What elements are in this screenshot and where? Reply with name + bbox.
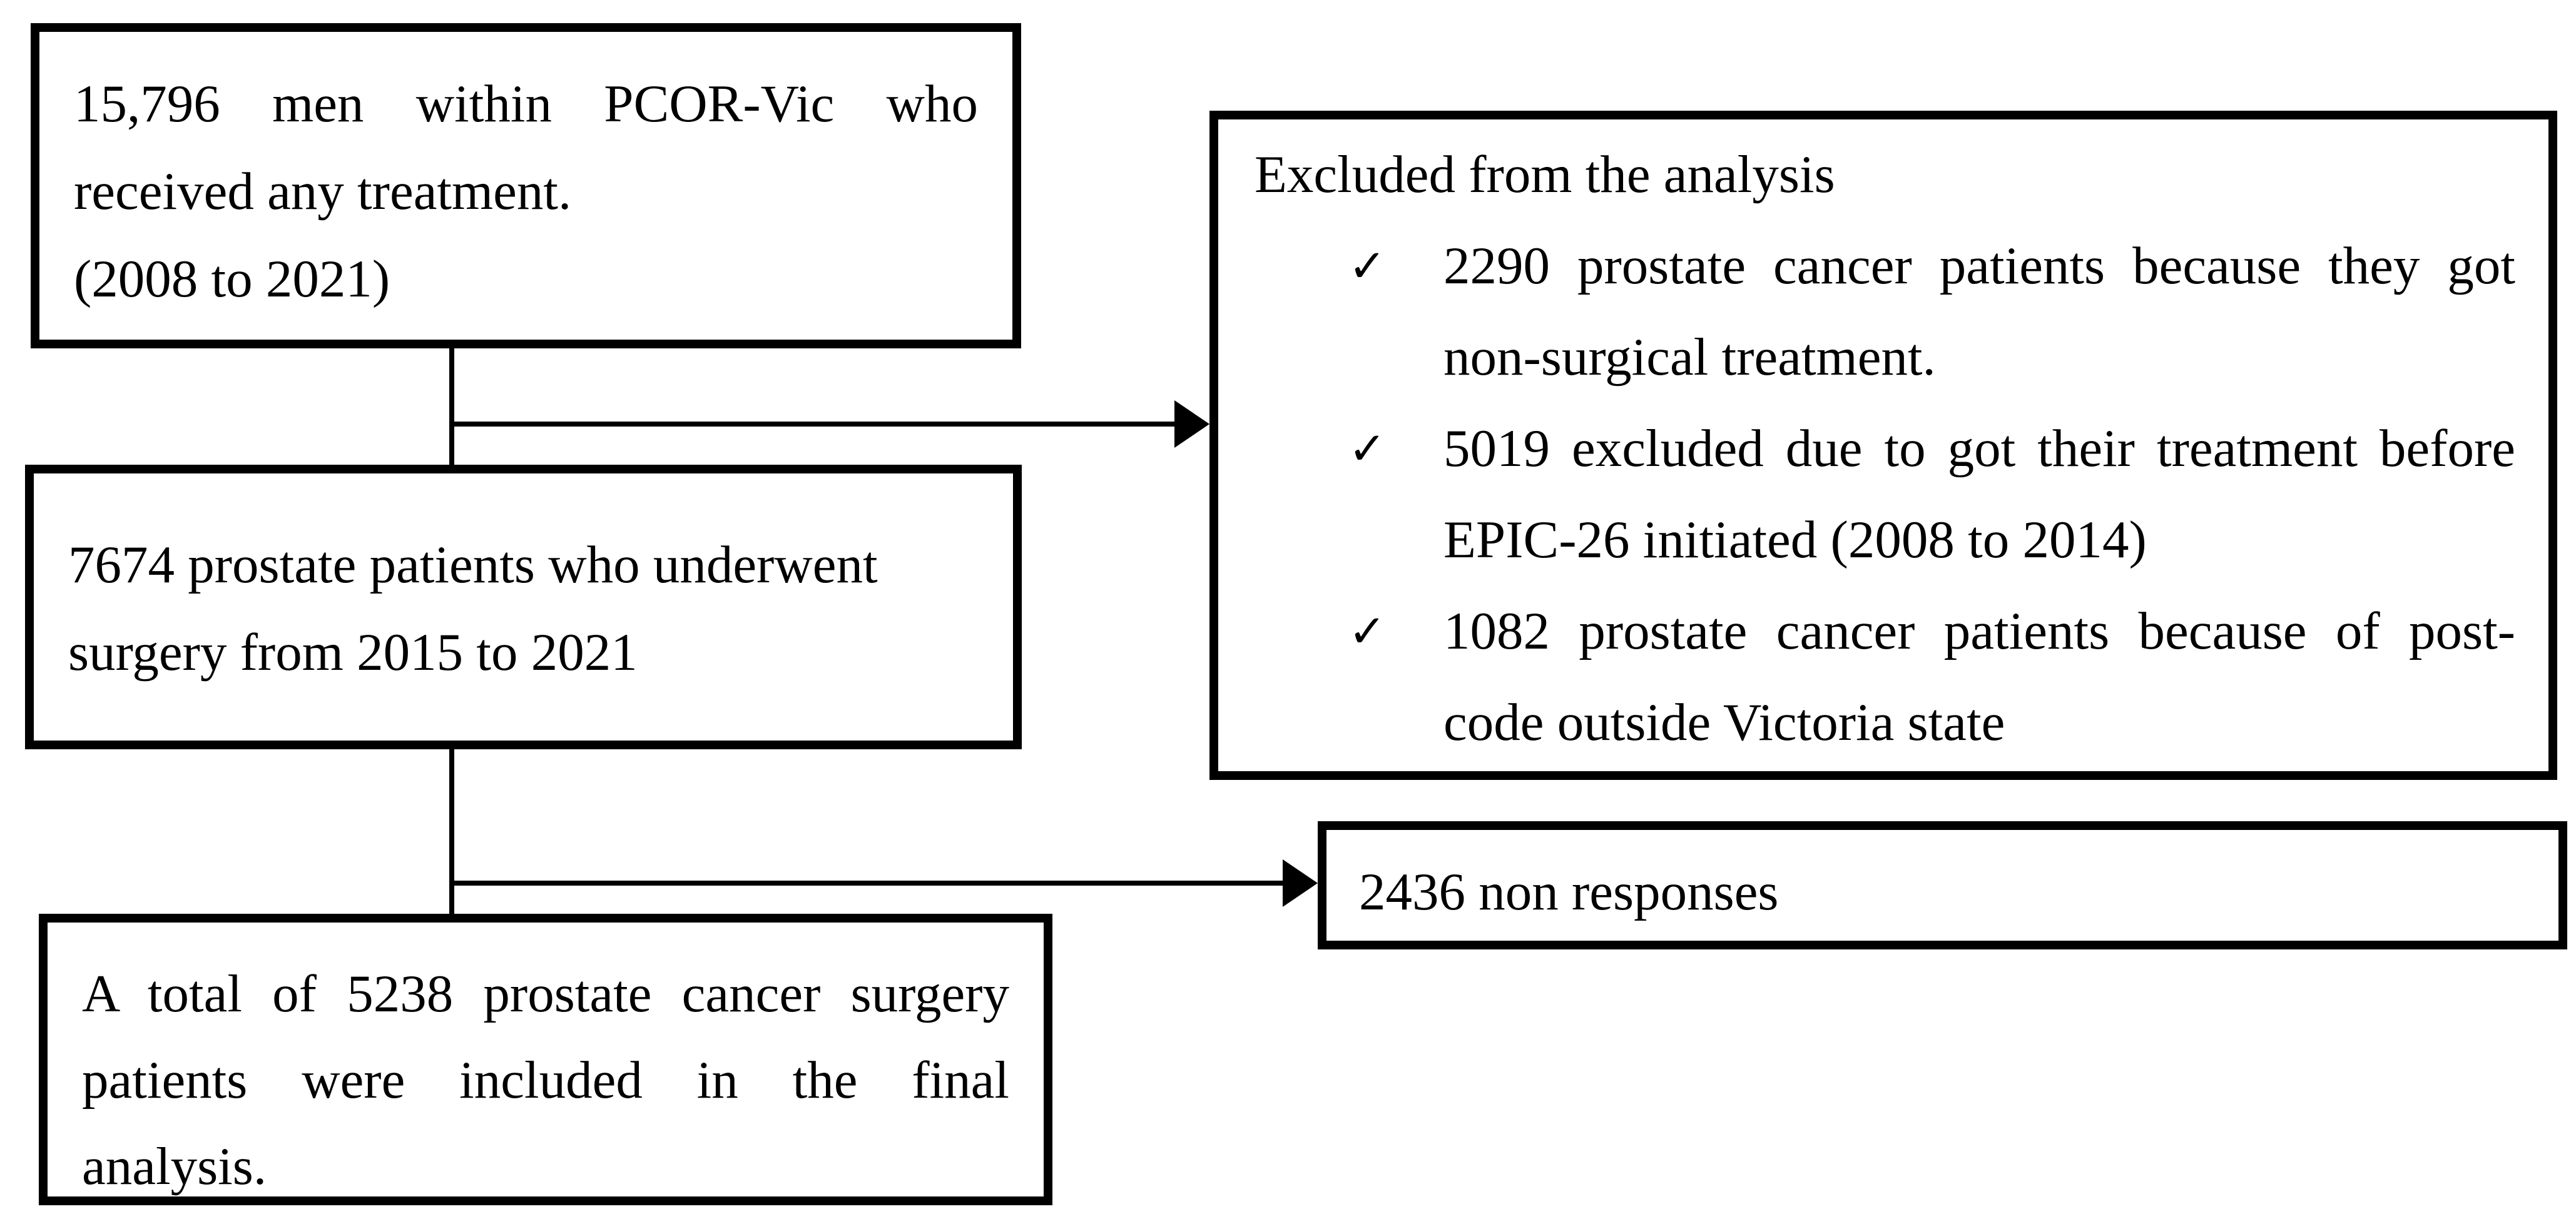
text-line: (2008 to 2021): [74, 250, 390, 308]
text-line: surgery from 2015 to 2021: [68, 623, 638, 682]
exclusion-item: ✓ 2290 prostate cancer patients because …: [1348, 220, 2515, 403]
connector-surgery-to-final: [449, 749, 454, 914]
exclusion-item-text: 5019 excluded due to got their treatment…: [1443, 403, 2515, 585]
exclusion-item-text: 1082 prostate cancer patients because of…: [1443, 585, 2515, 768]
text-line: code outside Victoria state: [1443, 693, 2005, 752]
text-line: 15,796 men within PCOR-Vic who: [74, 74, 978, 133]
text-line: patients were included in the final: [82, 1051, 1009, 1110]
text-line: 2290 prostate cancer patients because th…: [1443, 236, 2515, 295]
text-line: 5019 excluded due to got their treatment…: [1443, 419, 2515, 478]
exclusion-item: ✓ 5019 excluded due to got their treatme…: [1348, 403, 2515, 585]
exclusions-title: Excluded from the analysis: [1255, 145, 1835, 204]
check-icon: ✓: [1348, 240, 1387, 292]
connector-to-non-responses: [452, 881, 1286, 886]
text-line: analysis.: [82, 1137, 267, 1196]
text-line: 7674 prostate patients who underwent: [68, 535, 878, 594]
text-line: non-surgical treatment.: [1443, 328, 1936, 387]
arrowhead-right-icon: [1174, 400, 1209, 448]
box-exclusions: Excluded from the analysis ✓ 2290 prosta…: [1209, 111, 2557, 780]
check-icon: ✓: [1348, 422, 1387, 475]
box-initial-cohort: 15,796 men within PCOR-Vic who received …: [31, 23, 1021, 348]
text-line: A total of 5238 prostate cancer surgery: [82, 964, 1009, 1023]
text-line: 2436 non responses: [1359, 862, 1779, 921]
box-surgery-cohort: 7674 prostate patients who underwent sur…: [25, 465, 1022, 749]
check-icon: ✓: [1348, 605, 1387, 657]
box-non-responses: 2436 non responses: [1318, 821, 2567, 949]
text-line: 1082 prostate cancer patients because of…: [1443, 602, 2515, 660]
text-line: received any treatment.: [74, 162, 572, 221]
arrowhead-right-icon: [1283, 859, 1318, 907]
exclusion-item-text: 2290 prostate cancer patients because th…: [1443, 220, 2515, 403]
text-line: EPIC-26 initiated (2008 to 2014): [1443, 510, 2147, 569]
connector-to-exclusions: [452, 422, 1178, 427]
exclusion-item: ✓ 1082 prostate cancer patients because …: [1348, 585, 2515, 768]
box-final-analysis: A total of 5238 prostate cancer surgery …: [39, 914, 1052, 1205]
connector-initial-to-surgery: [449, 348, 454, 465]
